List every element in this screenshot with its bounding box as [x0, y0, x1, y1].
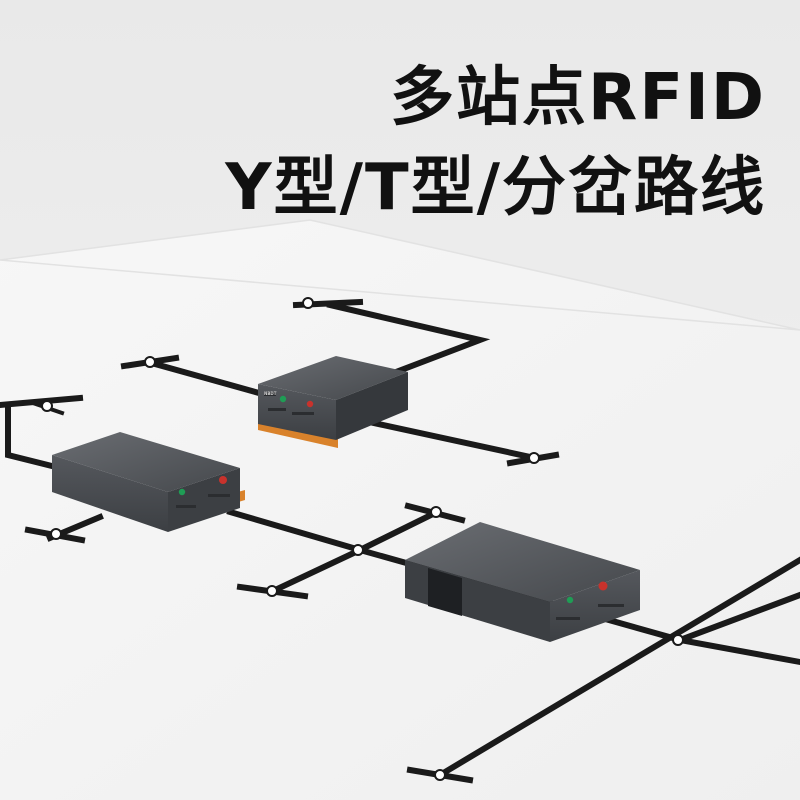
red-emergency-stop-icon: [306, 400, 314, 408]
headline-line-2: Y型/T型/分岔路线: [225, 151, 766, 225]
agv-robot-1: NBDT: [258, 356, 408, 448]
rfid-station-marker-icon: [41, 297, 684, 781]
green-start-button-icon: [566, 596, 574, 604]
floor-edge: [0, 219, 800, 331]
agv-badge-1: NBDT: [264, 391, 277, 396]
agv-robot-2: [52, 432, 245, 532]
floor: [0, 220, 800, 800]
agv-robot-3: [405, 522, 640, 642]
green-start-button-icon: [178, 488, 186, 496]
headline-line-1: 多站点RFID: [390, 61, 766, 135]
red-emergency-stop-icon: [219, 476, 227, 484]
red-emergency-stop-icon: [598, 581, 608, 591]
green-start-button-icon: [279, 395, 287, 403]
